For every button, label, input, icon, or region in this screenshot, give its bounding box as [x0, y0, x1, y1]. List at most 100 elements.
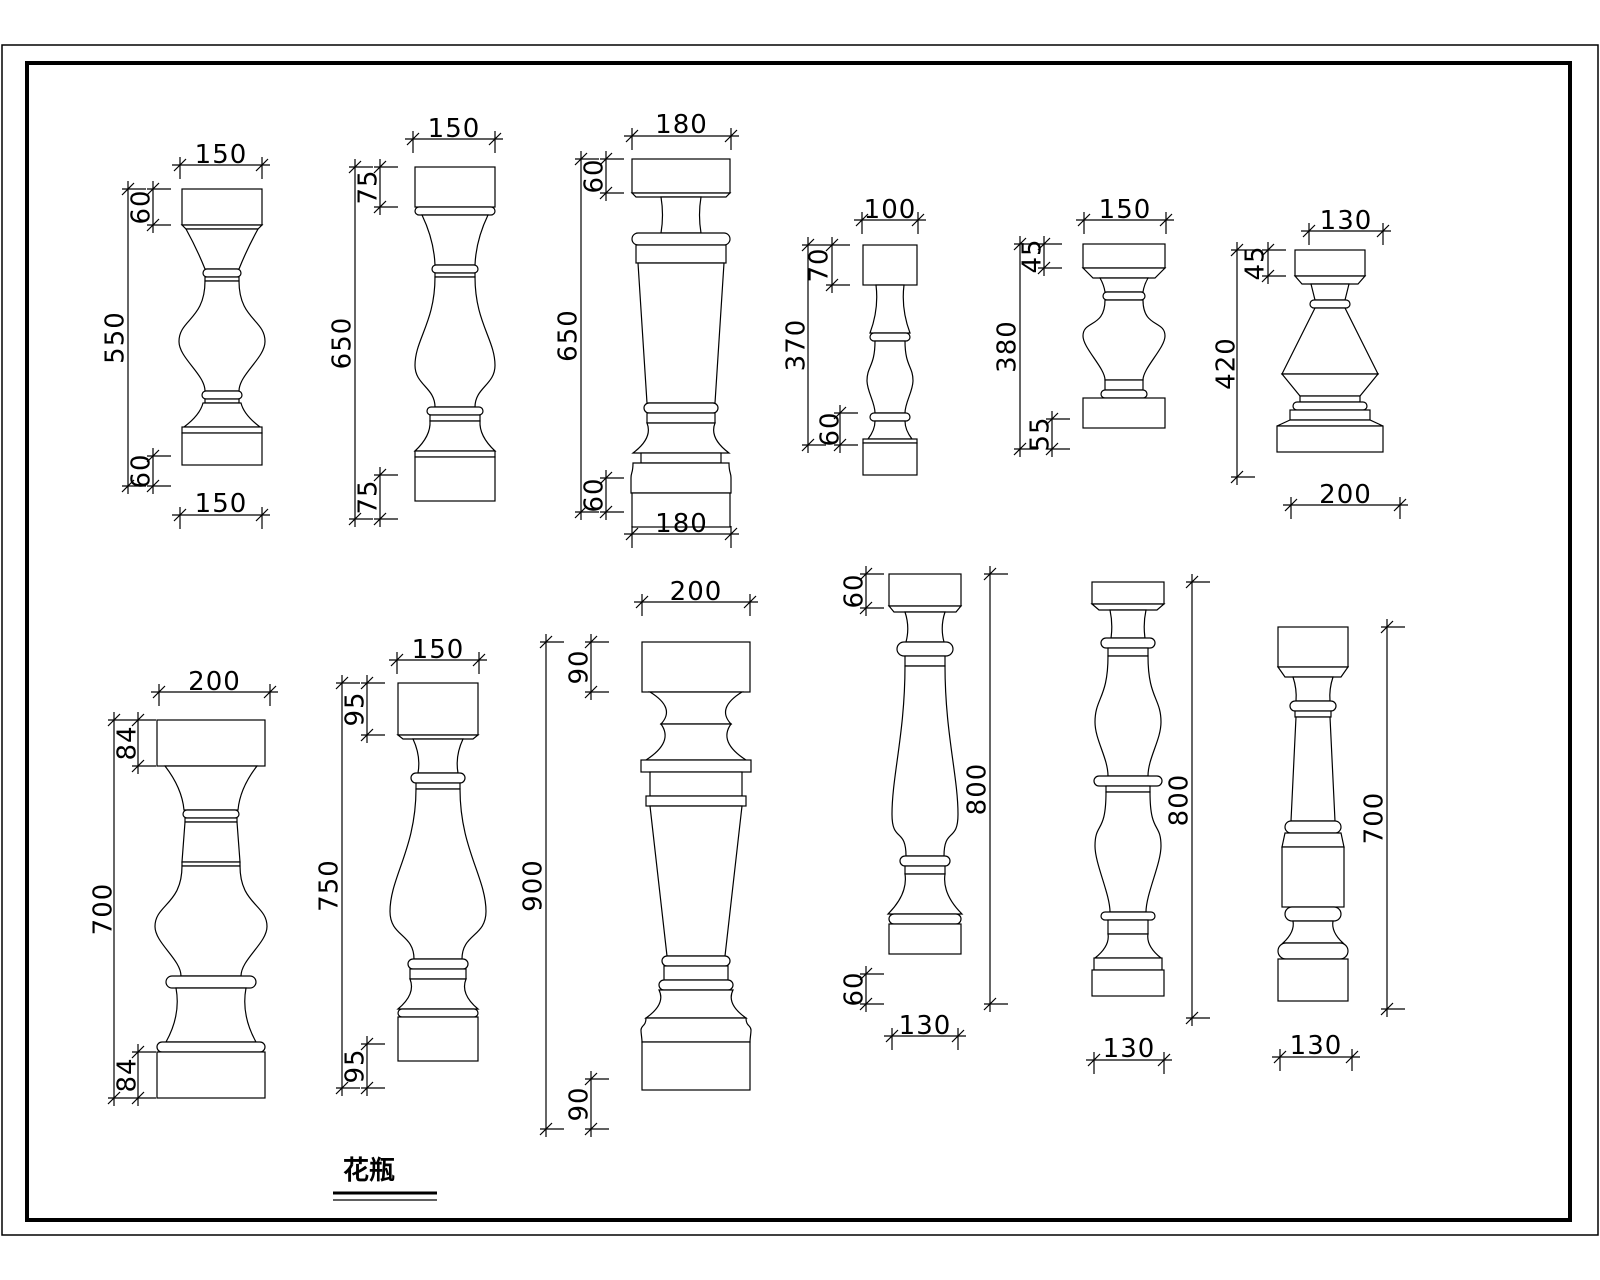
block-label-top_block: 60: [127, 189, 157, 224]
baluster-taper: [630, 192, 732, 198]
block-label-top_block: 60: [580, 158, 610, 193]
baluster-ring: [1277, 942, 1349, 960]
baluster-neck: [904, 611, 946, 643]
baluster-neck: [1098, 277, 1150, 293]
height-label-height: 700: [1360, 792, 1390, 845]
baluster-neck: [1310, 283, 1350, 301]
baluster-ring: [165, 975, 257, 989]
height-label-height: 750: [315, 859, 345, 912]
block-label-top_block: 60: [840, 573, 870, 608]
height-label-height: 800: [963, 763, 993, 816]
block-label-bottom_block: 90: [565, 1086, 595, 1121]
block-label-top_block: 70: [805, 247, 835, 282]
baluster-neck: [184, 228, 260, 270]
width-label-top_width: 150: [428, 114, 481, 144]
height-label-height: 380: [993, 320, 1023, 373]
baluster-neck: [866, 420, 914, 440]
baluster-neck: [1281, 920, 1345, 944]
baluster-block: [415, 782, 461, 790]
baluster-block: [646, 412, 716, 424]
baluster-neck: [869, 284, 911, 334]
block-label-top_block: 75: [354, 169, 384, 204]
baluster-outlines: [154, 158, 1384, 1099]
baluster-taper: [1081, 267, 1167, 279]
baluster-taper: [1290, 716, 1336, 822]
baluster-ring: [426, 406, 484, 416]
baluster-neck: [182, 402, 262, 428]
baluster-ring: [1292, 401, 1368, 411]
baluster-block: [888, 573, 962, 607]
baluster-neck: [660, 196, 702, 234]
baluster-body: [640, 1017, 752, 1043]
baluster-ring: [658, 979, 734, 991]
height-label-height: 420: [1212, 337, 1242, 390]
outer-frame: [1, 44, 1599, 1236]
width-label-bottom_width: 150: [195, 489, 248, 519]
baluster-block: [888, 923, 962, 955]
baluster-ring: [661, 955, 731, 967]
baluster-block: [862, 438, 918, 444]
width-label-bottom_width: 130: [1103, 1034, 1156, 1064]
baluster-ring: [896, 641, 954, 657]
block-label-bottom_block: 55: [1026, 416, 1056, 451]
baluster-ring: [202, 268, 242, 278]
baluster-ring: [643, 402, 719, 414]
baluster-ring: [156, 1041, 266, 1053]
width-label-top_width: 150: [412, 635, 465, 665]
baluster-ring: [1309, 299, 1351, 309]
height-label-height: 650: [328, 317, 358, 370]
baluster-neck: [421, 214, 489, 266]
baluster-ring: [888, 913, 962, 925]
baluster-body: [630, 462, 732, 494]
block-label-top_block: 90: [565, 649, 595, 684]
baluster-block: [1281, 846, 1345, 908]
baluster-taper: [1293, 275, 1367, 285]
baluster-body: [154, 865, 268, 977]
baluster-block: [641, 641, 751, 693]
baluster-block: [635, 244, 727, 264]
baluster-block: [1294, 249, 1366, 277]
baluster-block: [1277, 958, 1349, 1002]
block-label-top_block: 45: [1018, 238, 1048, 273]
baluster-ring: [899, 855, 951, 867]
block-label-bottom_block: 75: [354, 479, 384, 514]
baluster-block: [429, 414, 481, 422]
block-label-bottom_block: 60: [816, 411, 846, 446]
baluster-ring: [1100, 389, 1148, 399]
baluster-block: [1107, 647, 1149, 657]
baluster-ring: [631, 232, 731, 246]
baluster-8: [389, 682, 487, 1062]
baluster-neck: [163, 765, 259, 811]
baluster-taper: [1281, 832, 1345, 848]
drawing-title: 花瓶: [343, 1156, 395, 1186]
block-label-top_block: 45: [1241, 245, 1271, 280]
baluster-ring: [410, 772, 466, 784]
baluster-block: [640, 759, 752, 773]
width-label-top_width: 200: [188, 667, 241, 697]
height-label-height: 550: [101, 311, 131, 364]
baluster-body: [1094, 655, 1162, 777]
baluster-1: [178, 188, 266, 466]
baluster-block: [409, 968, 467, 980]
baluster-block: [1091, 581, 1165, 605]
baluster-ring: [1100, 911, 1156, 921]
block-label-bottom_block: 60: [127, 453, 157, 488]
baluster-ring: [1284, 906, 1342, 922]
width-label-top_width: 130: [1320, 206, 1373, 236]
height-label-height: 650: [554, 309, 584, 362]
baluster-taper: [1276, 666, 1350, 678]
baluster-neck: [1292, 676, 1334, 702]
width-label-bottom_width: 130: [1290, 1031, 1343, 1061]
baluster-ring: [869, 332, 911, 342]
baluster-ring: [1289, 700, 1337, 712]
baluster-block: [156, 719, 266, 767]
baluster-block: [663, 965, 729, 981]
baluster-neck: [396, 978, 480, 1010]
baluster-body: [1094, 791, 1162, 913]
baluster-ring: [407, 958, 469, 970]
baluster-taper: [1280, 373, 1380, 397]
inner-frame: [25, 61, 1572, 1222]
baluster-block: [414, 166, 496, 208]
width-label-top_width: 180: [655, 110, 708, 140]
width-label-bottom_width: 180: [655, 509, 708, 539]
